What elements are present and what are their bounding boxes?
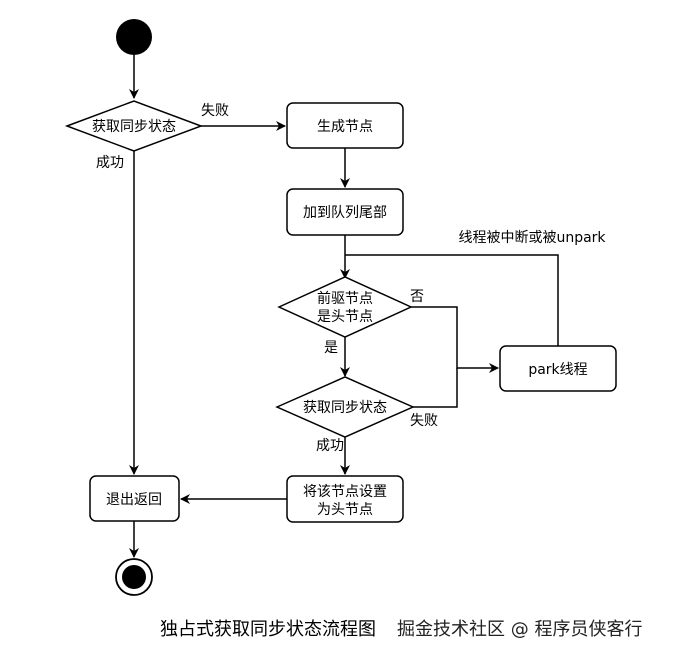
start-node: [116, 19, 152, 55]
watermark: 掘金技术社区 @ 程序员侠客行: [397, 619, 642, 640]
edge-label-success-1: 成功: [96, 155, 124, 171]
process-add-to-queue-tail-label: 加到队列尾部: [303, 205, 387, 221]
edge-park-wakeup: [345, 254, 559, 346]
edge-label-interrupted-or-unpark: 线程被中断或被unpark: [458, 230, 606, 246]
process-park-thread-label: park线程: [528, 362, 587, 378]
edge-label-fail-2: 失败: [410, 413, 438, 429]
edge-acquire-2-fail: [413, 368, 458, 408]
edge-label-no: 否: [410, 289, 424, 305]
decision-predecessor-is-head-label-2: 是头节点: [317, 309, 373, 325]
decision-acquire-state-1-label: 获取同步状态: [92, 119, 176, 135]
edge-label-success-2: 成功: [316, 438, 344, 454]
edge-label-yes: 是: [324, 340, 338, 356]
edge-label-fail-1: 失败: [201, 103, 229, 119]
process-set-as-head-label-2: 为头节点: [317, 502, 373, 518]
edge-check-head-no: [411, 306, 499, 373]
diagram-caption: 独占式获取同步状态流程图: [160, 619, 376, 640]
process-exit-return-label: 退出返回: [106, 492, 162, 508]
decision-acquire-state-2-label: 获取同步状态: [303, 400, 387, 416]
process-set-as-head-label-1: 将该节点设置: [303, 484, 387, 500]
decision-predecessor-is-head: [277, 276, 413, 338]
process-create-node-label: 生成节点: [317, 119, 373, 135]
decision-predecessor-is-head-label-1: 前驱节点: [317, 290, 373, 307]
end-node-core: [122, 565, 146, 589]
